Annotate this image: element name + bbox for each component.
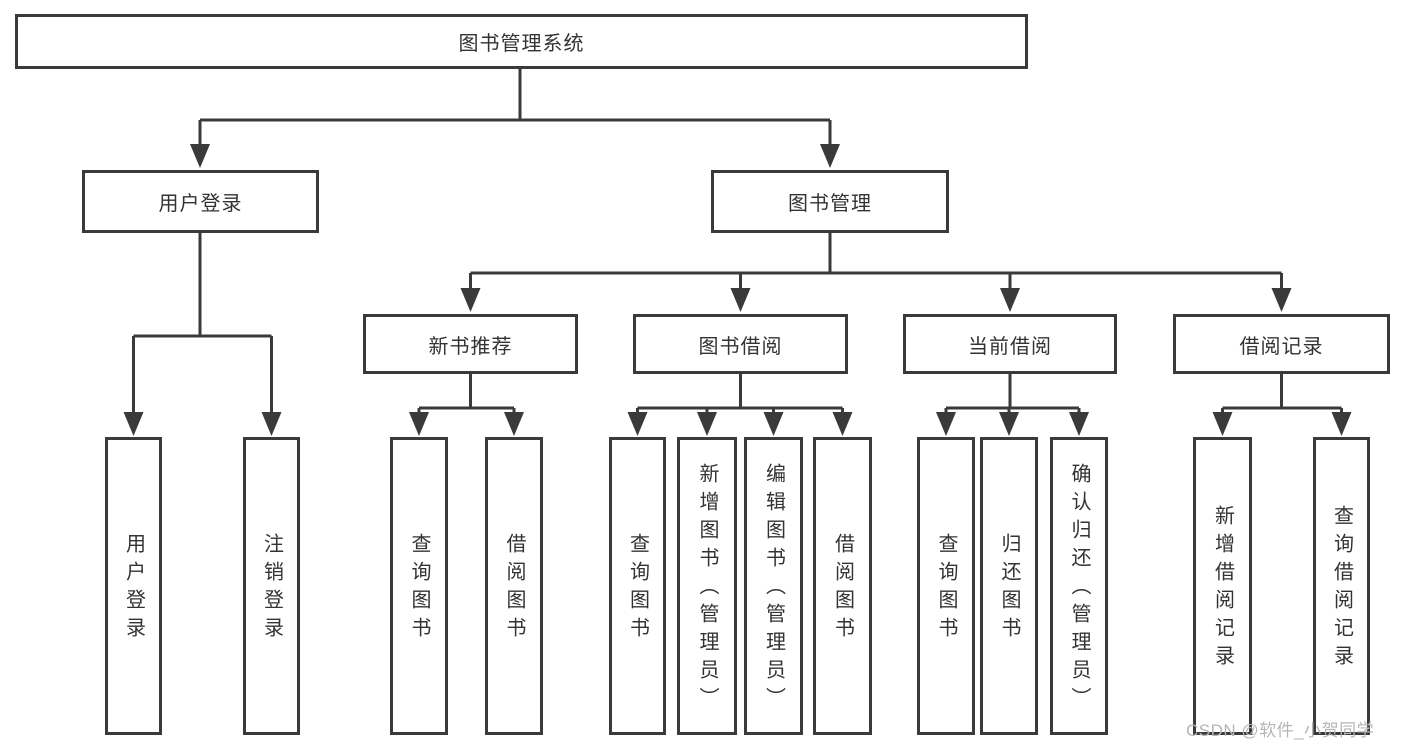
node-borrow-record: 借阅记录: [1173, 314, 1390, 374]
watermark: CSDN @软件_小贺同学: [1186, 721, 1375, 740]
leaf-current-return-books: 归还图书: [980, 437, 1038, 735]
leaf-logout: 注销登录: [243, 437, 300, 735]
leaf-record-query-borrow-record: 查询借阅记录: [1313, 437, 1370, 735]
node-current-borrow: 当前借阅: [903, 314, 1117, 374]
leaf-newbook-borrow-books: 借阅图书: [485, 437, 543, 735]
node-book-borrow: 图书借阅: [633, 314, 848, 374]
leaf-borrow-borrow-books: 借阅图书: [813, 437, 872, 735]
leaf-record-add-borrow-record: 新增借阅记录: [1193, 437, 1252, 735]
node-new-book-recommend: 新书推荐: [363, 314, 578, 374]
node-library-management-system: 图书管理系统: [15, 14, 1028, 69]
leaf-borrow-add-books-admin: 新增图书（管理员）: [677, 437, 737, 735]
leaf-newbook-query-books: 查询图书: [390, 437, 448, 735]
leaf-current-query-books: 查询图书: [917, 437, 975, 735]
leaf-borrow-edit-books-admin: 编辑图书（管理员）: [744, 437, 803, 735]
node-book-management: 图书管理: [711, 170, 949, 233]
node-user-login: 用户登录: [82, 170, 319, 233]
leaf-current-confirm-return-admin: 确认归还（管理员）: [1050, 437, 1108, 735]
leaf-user-login: 用户登录: [105, 437, 162, 735]
leaf-borrow-query-books: 查询图书: [609, 437, 666, 735]
